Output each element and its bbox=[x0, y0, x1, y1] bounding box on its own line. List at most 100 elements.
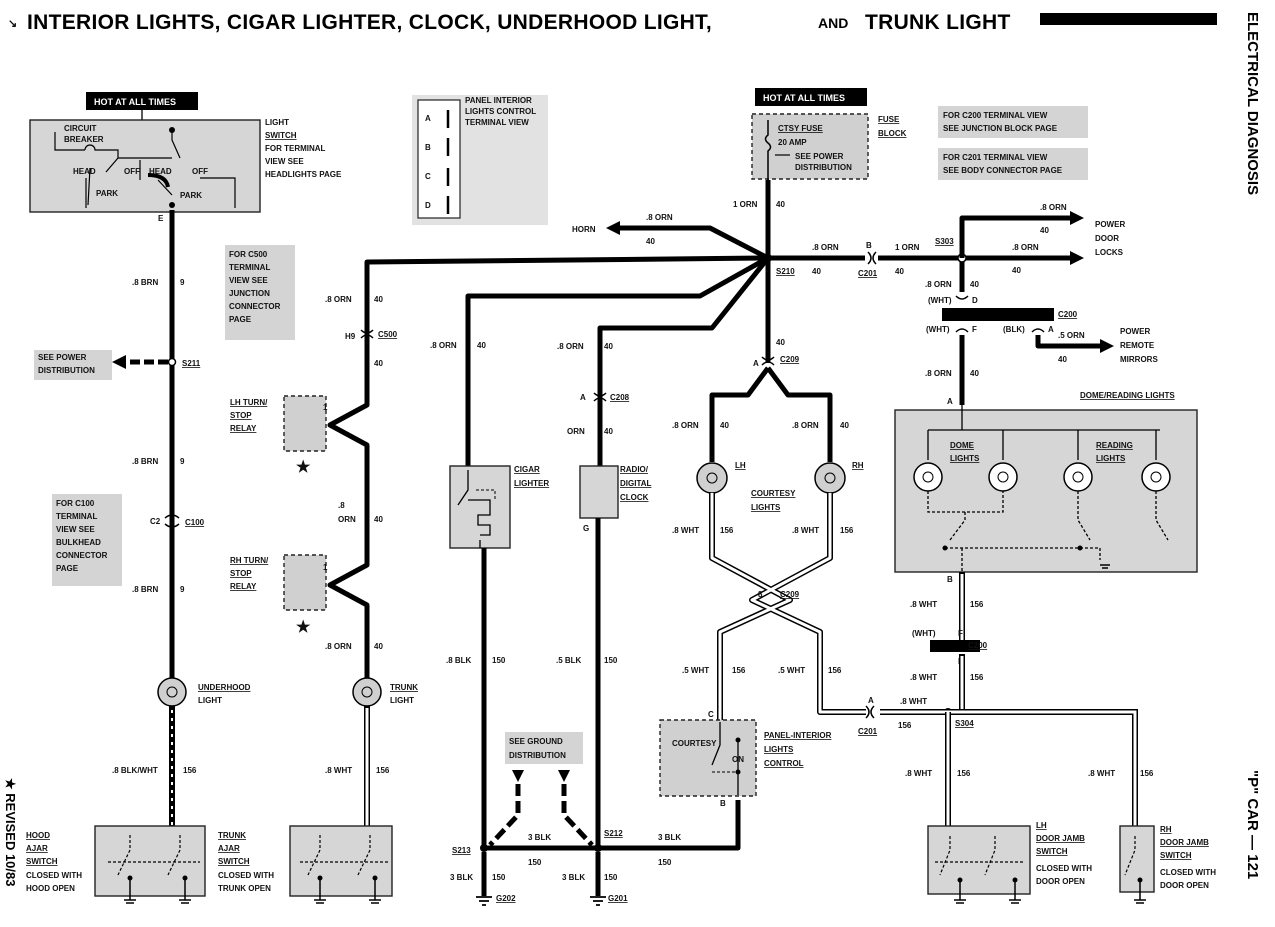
reading-lamp-2 bbox=[1141, 462, 1171, 492]
wire-num-brn2: 9 bbox=[180, 457, 185, 466]
wire-label-relay1: .8 ORN bbox=[325, 295, 352, 304]
lh-jamb-grounds bbox=[954, 882, 1021, 904]
wire-label-lh-jamb: .8 WHT bbox=[905, 769, 932, 778]
dome-ground bbox=[1100, 564, 1110, 569]
svg-text:TRUNK: TRUNK bbox=[218, 831, 246, 840]
reading-lights-label-1: READING bbox=[1096, 441, 1133, 450]
rh-jamb-label: RH DOOR JAMB SWITCH CLOSED WITH DOOR OPE… bbox=[1160, 825, 1216, 890]
ls-park1: PARK bbox=[96, 189, 118, 198]
reading-lights-label-2: LIGHTS bbox=[1096, 454, 1126, 463]
svg-text:SWITCH: SWITCH bbox=[1160, 851, 1192, 860]
note-c100-bg bbox=[52, 494, 122, 586]
label-c209-bottom: C209 bbox=[780, 590, 800, 599]
arrow-gnd-2 bbox=[558, 770, 570, 782]
connector-c201-top bbox=[867, 251, 877, 265]
wire-num-rh-jamb: 156 bbox=[1140, 769, 1154, 778]
wire-label-rh-courtesy: .8 ORN bbox=[792, 421, 819, 430]
lh-courtesy-light bbox=[696, 462, 728, 494]
svg-text:B: B bbox=[425, 143, 431, 152]
svg-text:VIEW SEE: VIEW SEE bbox=[229, 276, 268, 285]
note-ground-dist-bg bbox=[505, 732, 583, 764]
wire-num-brn1: 9 bbox=[180, 278, 185, 287]
label-c201-b: B bbox=[866, 241, 872, 250]
arrow-pdl2 bbox=[1070, 251, 1084, 265]
label-c200b-f: F bbox=[958, 629, 963, 638]
wire-num-pdl1: 40 bbox=[1040, 226, 1049, 235]
svg-text:RELAY: RELAY bbox=[230, 424, 257, 433]
dome-lights-label-2: LIGHTS bbox=[950, 454, 980, 463]
lh-courtesy-bulb bbox=[706, 472, 718, 484]
label-c201-bottom: C201 bbox=[858, 727, 878, 736]
panel-terminal-block bbox=[417, 99, 461, 219]
lh-relay-pin: 1 bbox=[323, 403, 328, 412]
dome-bus bbox=[927, 405, 1160, 460]
dome-reading-title: DOME/READING LIGHTS bbox=[1080, 391, 1175, 400]
wire-s304-rh-inner bbox=[880, 710, 1137, 826]
svg-text:CLOSED WITH: CLOSED WITH bbox=[218, 871, 274, 880]
wire-label-pdl1: .8 ORN bbox=[1040, 203, 1067, 212]
connector-c209-top bbox=[761, 356, 775, 366]
wire-num-brn3: 9 bbox=[180, 585, 185, 594]
arrow-mirrors bbox=[1100, 339, 1114, 353]
wire-label-brn2: .8 BRN bbox=[132, 457, 158, 466]
connector-c208 bbox=[593, 392, 607, 402]
wire-num-bus2: 150 bbox=[658, 858, 672, 867]
wire-label-rh-wht: .8 WHT bbox=[792, 526, 819, 535]
label-c500: C500 bbox=[378, 330, 398, 339]
panel-control-label: PANEL-INTERIOR LIGHTS CONTROL bbox=[764, 731, 832, 768]
wire-num-blkwht: 156 bbox=[183, 766, 197, 775]
svg-text:LIGHTS: LIGHTS bbox=[764, 745, 794, 754]
ls-park2: PARK bbox=[180, 191, 202, 200]
svg-text:STOP: STOP bbox=[230, 569, 252, 578]
svg-text:CONNECTOR: CONNECTOR bbox=[229, 302, 281, 311]
note-c200-1: FOR C200 TERMINAL VIEW bbox=[943, 111, 1048, 120]
svg-text:DOOR JAMB: DOOR JAMB bbox=[1160, 838, 1209, 847]
wire-label-pdl2: .8 ORN bbox=[1012, 243, 1039, 252]
svg-text:D: D bbox=[425, 201, 431, 210]
page-title-end: TRUNK LIGHT bbox=[865, 11, 1011, 34]
wire-num-cigar: 40 bbox=[477, 341, 486, 350]
svg-text:RELAY: RELAY bbox=[230, 582, 257, 591]
wire-label-blkwht: .8 BLK/WHT bbox=[112, 766, 158, 775]
label-wht-d: (WHT) bbox=[928, 296, 952, 305]
section-label: ELECTRICAL DIAGNOSIS bbox=[1244, 12, 1261, 195]
mirrors-label-1: POWER bbox=[1120, 327, 1150, 336]
svg-text:LH TURN/: LH TURN/ bbox=[230, 398, 268, 407]
hood-pin1 bbox=[127, 875, 133, 881]
radio-label-3: CLOCK bbox=[620, 493, 649, 502]
trunk-ajar-switch bbox=[289, 825, 393, 897]
label-c201-a: A bbox=[868, 696, 874, 705]
wire-label-1orn: 1 ORN bbox=[733, 200, 758, 209]
svg-text:AJAR: AJAR bbox=[26, 844, 48, 853]
note-power-dist bbox=[34, 350, 112, 380]
dome-internals bbox=[927, 491, 1169, 572]
arrow-pdl1 bbox=[1070, 211, 1084, 225]
rh-courtesy-label: RH bbox=[852, 461, 864, 470]
courtesy-lights-label-2: LIGHTS bbox=[751, 503, 781, 512]
fuse-block-label2: BLOCK bbox=[878, 129, 907, 138]
wire-courtesy-split bbox=[709, 366, 833, 462]
svg-text:PANEL INTERIOR: PANEL INTERIOR bbox=[465, 96, 532, 105]
svg-text:A: A bbox=[425, 114, 431, 123]
rh-relay-pin: 1 bbox=[323, 563, 328, 572]
wire-num-cigar-gnd: 150 bbox=[492, 656, 506, 665]
cigar-internals bbox=[457, 470, 491, 548]
panel-interior-lights-control bbox=[659, 719, 757, 797]
svg-text:CLOSED WITH: CLOSED WITH bbox=[1036, 864, 1092, 873]
svg-text:SWITCH: SWITCH bbox=[265, 131, 297, 140]
title-bar bbox=[1040, 13, 1217, 25]
ls-head2: HEAD bbox=[149, 167, 172, 176]
label-c209-8: 8 bbox=[758, 590, 763, 599]
wire-num-relay2: 40 bbox=[374, 359, 383, 368]
label-dome-a: A bbox=[947, 397, 953, 406]
svg-text:RH TURN/: RH TURN/ bbox=[230, 556, 269, 565]
ground-symbols bbox=[476, 896, 606, 906]
wire-num-panel-wht: 156 bbox=[732, 666, 746, 675]
ls-off2: OFF bbox=[192, 167, 208, 176]
cigar-label-1: CIGAR bbox=[514, 465, 540, 474]
panel-pin1 bbox=[735, 737, 741, 743]
hood-switch-label: HOOD AJAR SWITCH CLOSED WITH HOOD OPEN bbox=[26, 831, 82, 893]
rh-courtesy-bulb bbox=[824, 472, 836, 484]
wire-label-cigar-gnd: .8 BLK bbox=[446, 656, 472, 665]
underhood-label-1: UNDERHOOD bbox=[198, 683, 251, 692]
